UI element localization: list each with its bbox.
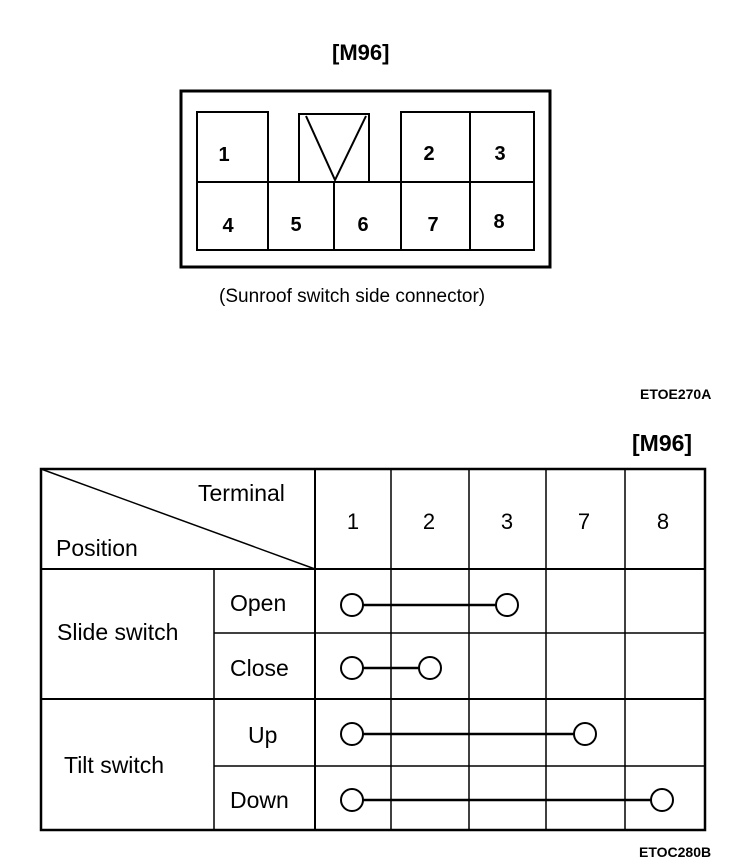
table-figure-code: ETOC280B xyxy=(639,844,712,860)
pin-label-1: 1 xyxy=(218,144,230,166)
pin-label-3: 3 xyxy=(494,143,506,165)
connector-housing xyxy=(179,89,552,269)
terminal-header-1: 1 xyxy=(346,509,360,534)
pin-label-4: 4 xyxy=(222,215,234,237)
connector-caption: (Sunroof switch side connector) xyxy=(219,286,486,307)
pin-label-8: 8 xyxy=(493,211,505,233)
terminal-header-7: 7 xyxy=(577,509,591,534)
cavity-8 xyxy=(469,181,535,251)
row-label-up: Up xyxy=(248,722,278,748)
row-label-down: Down xyxy=(230,787,289,813)
terminal-header-8: 8 xyxy=(656,509,670,534)
connector-figure-code: ETOE270A xyxy=(640,386,712,402)
pin-label-5: 5 xyxy=(290,214,302,236)
continuity-connections xyxy=(340,593,674,812)
terminal-header-3: 3 xyxy=(500,509,514,534)
row-label-open: Open xyxy=(230,590,287,616)
terminal-node-close-1 xyxy=(340,656,364,680)
terminal-node-open-3 xyxy=(495,593,519,617)
terminal-node-down-8 xyxy=(650,788,674,812)
key-triangle xyxy=(305,115,367,183)
group-slide-switch: Slide switch xyxy=(57,619,179,645)
terminal-node-close-2 xyxy=(418,656,442,680)
row-label-close: Close xyxy=(230,655,289,681)
pin-label-2: 2 xyxy=(423,143,435,165)
terminal-node-down-1 xyxy=(340,788,364,812)
header-diagonal xyxy=(40,468,316,570)
table-grid xyxy=(39,467,707,832)
terminal-node-up-1 xyxy=(340,722,364,746)
table-title: [M96] xyxy=(632,430,693,456)
pin-label-6: 6 xyxy=(357,214,369,236)
connector-title: [M96] xyxy=(332,40,390,65)
terminal-node-open-1 xyxy=(340,593,364,617)
terminal-node-up-7 xyxy=(573,722,597,746)
group-tilt-switch: Tilt switch xyxy=(64,752,165,778)
header-position-label: Position xyxy=(56,535,138,561)
header-terminal-label: Terminal xyxy=(198,480,285,506)
pin-label-7: 7 xyxy=(427,214,439,236)
terminal-header-2: 2 xyxy=(422,509,436,534)
